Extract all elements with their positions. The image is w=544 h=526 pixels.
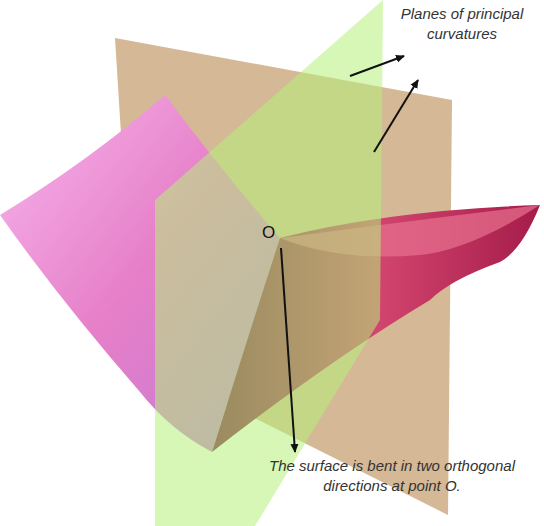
leader-arrow — [374, 80, 418, 152]
leader-arrow — [350, 56, 404, 76]
surface-annotation: The surface is bent in two orthogonal di… — [244, 456, 540, 497]
leader-arrow — [281, 248, 295, 452]
principal-plane — [155, 0, 383, 526]
point-label: O — [262, 222, 275, 245]
plane-annotation: Planes of principal curvatures — [384, 4, 540, 45]
